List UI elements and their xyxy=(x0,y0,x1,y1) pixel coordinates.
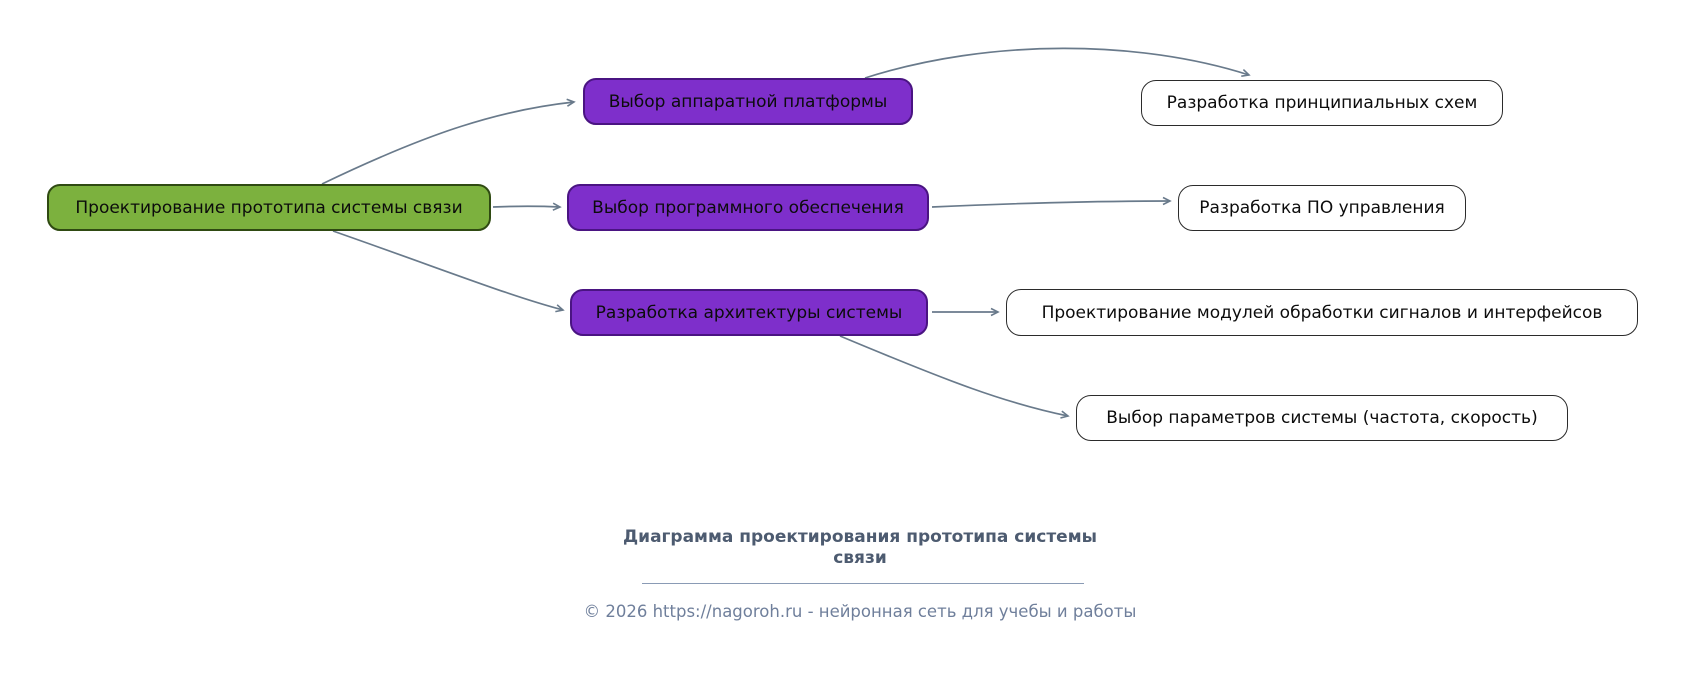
footer-divider xyxy=(642,583,1084,584)
node-software-choice: Выбор программного обеспечения xyxy=(567,184,929,231)
edge-software-control xyxy=(931,196,1172,208)
edge-root-architecture xyxy=(332,230,565,313)
node-hardware-platform: Выбор аппаратной платформы xyxy=(583,78,913,125)
node-root-label: Проектирование прототипа системы связи xyxy=(75,197,463,218)
node-architecture: Разработка архитектуры системы xyxy=(570,289,928,336)
node-schematics-label: Разработка принципиальных схем xyxy=(1166,93,1478,113)
node-architecture-label: Разработка архитектуры системы xyxy=(595,302,903,323)
node-hardware-platform-label: Выбор аппаратной платформы xyxy=(608,91,888,112)
edge-hardware-schematics xyxy=(864,47,1251,79)
node-control-software-label: Разработка ПО управления xyxy=(1199,198,1445,218)
edge-architecture-parameters xyxy=(839,335,1070,419)
edge-root-software xyxy=(492,202,562,211)
edge-root-hardware xyxy=(321,98,576,185)
node-signal-modules-label: Проектирование модулей обработки сигнало… xyxy=(1041,302,1603,323)
node-root: Проектирование прототипа системы связи xyxy=(47,184,491,231)
copyright-text: © 2026 https://nagoroh.ru - нейронная се… xyxy=(583,602,1137,621)
diagram-caption-text: Диаграмма проектирования прототипа систе… xyxy=(623,527,1097,568)
node-schematics: Разработка принципиальных схем xyxy=(1141,80,1503,126)
node-signal-modules: Проектирование модулей обработки сигнало… xyxy=(1006,289,1638,336)
node-software-choice-label: Выбор программного обеспечения xyxy=(592,197,904,218)
node-system-parameters: Выбор параметров системы (частота, скоро… xyxy=(1076,395,1568,441)
diagram-caption: Диаграмма проектирования прототипа систе… xyxy=(560,527,1160,569)
node-control-software: Разработка ПО управления xyxy=(1178,185,1466,231)
node-system-parameters-label: Выбор параметров системы (частота, скоро… xyxy=(1106,408,1538,428)
